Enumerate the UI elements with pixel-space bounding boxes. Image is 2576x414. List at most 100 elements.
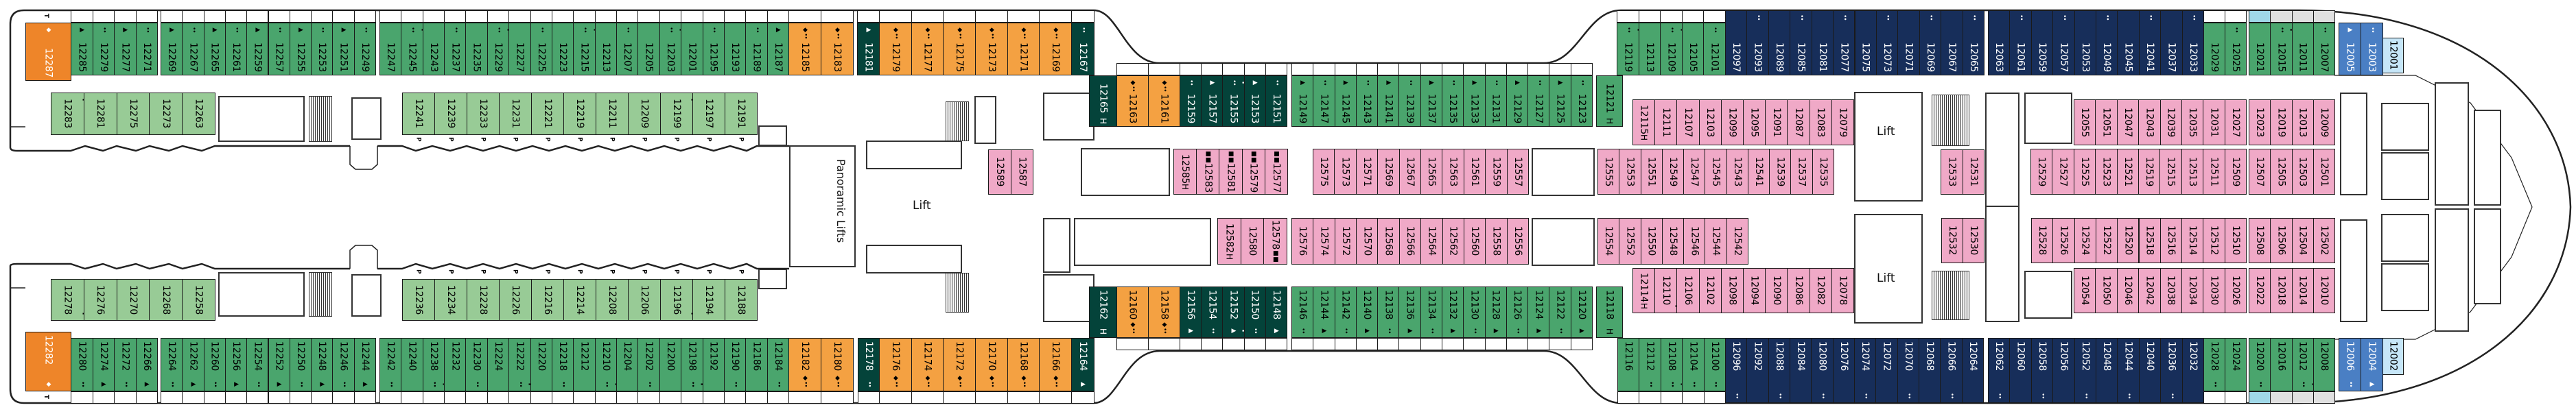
cabin-12560[interactable]: 12560 [1463, 218, 1486, 265]
cabin-12125[interactable]: ▶12125 [1549, 75, 1571, 127]
cabin-12027[interactable]: 12027 [2224, 99, 2247, 145]
cabin-12088[interactable]: 12088•• [1768, 338, 1790, 403]
cabin-12273[interactable]: 12273 [149, 93, 183, 135]
cabin-12116[interactable]: 12116 [1617, 338, 1640, 391]
cabin-12124[interactable]: 12124▶ [1527, 287, 1550, 338]
cabin-12010[interactable]: 12010 [2312, 268, 2335, 313]
cabin-12003[interactable]: ••12003 [2361, 23, 2383, 75]
cabin-12040[interactable]: 12040 [2138, 338, 2162, 403]
cabin-12179[interactable]: ◆••12179 [879, 23, 912, 75]
cabin-12008[interactable]: 12008 [2312, 338, 2335, 391]
cabin-12065[interactable]: ••12065 [1962, 10, 1984, 75]
cabin-12026[interactable]: 12026 [2224, 268, 2247, 313]
cabin-12561[interactable]: 12561 [1463, 149, 1486, 195]
cabin-12210[interactable]: 12210••I [594, 338, 618, 391]
cabin-12060[interactable]: 12060 [2009, 338, 2032, 403]
cabin-12075[interactable]: 12075 [1854, 10, 1877, 75]
cabin-12226[interactable]: 12226 [499, 279, 532, 321]
cabin-12522[interactable]: 12522 [2095, 218, 2118, 263]
cabin-12236[interactable]: 12236 [402, 279, 435, 321]
cabin-12031[interactable]: 12031 [2203, 99, 2225, 145]
cabin-12581[interactable]: ■■12581 [1219, 149, 1243, 195]
cabin-12276[interactable]: 12276 [83, 279, 117, 321]
cabin-12021[interactable]: 12021 [2249, 23, 2271, 75]
cabin-12563[interactable]: 12563 [1442, 149, 1464, 195]
cabin-12244[interactable]: 12244▶ [353, 338, 376, 391]
cabin-12103[interactable]: 12103 [1698, 99, 1722, 145]
cabin-12189[interactable]: ••12189 [745, 23, 768, 75]
cabin-12223[interactable]: 12223 [551, 23, 574, 75]
cabin-12025[interactable]: ••12025 [2225, 23, 2247, 75]
cabin-12138[interactable]: 12138•• [1377, 287, 1400, 338]
cabin-12254[interactable]: 12254•• [246, 338, 269, 391]
cabin-12551[interactable]: 12551 [1640, 149, 1663, 195]
cabin-12589[interactable]: 12589 [988, 149, 1011, 195]
cabin-12016[interactable]: 12016 [2270, 338, 2293, 391]
cabin-12505[interactable]: 12505 [2270, 149, 2293, 195]
cabin-12529[interactable]: 12529 [2030, 149, 2053, 195]
cabin-12037[interactable]: 12037 [2160, 10, 2183, 75]
cabin-12183[interactable]: ◆••12183 [821, 23, 854, 75]
cabin-12573[interactable]: 12573 [1334, 149, 1357, 195]
cabin-12083[interactable]: 12083 [1809, 99, 1832, 145]
cabin-12200[interactable]: 12200 [659, 338, 682, 391]
cabin-12201[interactable]: 12201 [681, 23, 703, 75]
cabin-12106[interactable]: 12106 [1676, 268, 1700, 313]
cabin-12214[interactable]: 12214 [563, 279, 596, 321]
cabin-12280[interactable]: 12280•• [71, 338, 93, 391]
cabin-12141[interactable]: ▶12141 [1377, 75, 1400, 127]
cabin-12063[interactable]: 12063 [1988, 10, 2011, 75]
cabin-12085[interactable]: ••12085 [1790, 10, 1812, 75]
cabin-12073[interactable]: ••12073 [1875, 10, 1899, 75]
cabin-12504[interactable]: 12504 [2291, 218, 2314, 263]
cabin-12120[interactable]: 12120▶ [1570, 287, 1593, 338]
cabin-12567[interactable]: 12567 [1398, 149, 1421, 195]
cabin-12271[interactable]: ••12271 [135, 23, 158, 75]
cabin-12132[interactable]: 12132▶ [1442, 287, 1464, 338]
cabin-12206[interactable]: 12206 [628, 279, 661, 321]
cabin-12190[interactable]: 12190•• [723, 338, 747, 391]
cabin-12516[interactable]: 12516 [2159, 218, 2183, 263]
cabin-12052[interactable]: 12052•• [2074, 338, 2096, 403]
cabin-12154[interactable]: 12154•• [1201, 287, 1223, 338]
cabin-12220[interactable]: 12220 [530, 338, 552, 391]
cabin-12247[interactable]: 12247 [379, 23, 402, 75]
cabin-12235[interactable]: 12235 [465, 23, 488, 75]
cabin-12072[interactable]: 12072 [1875, 338, 1898, 403]
cabin-12168[interactable]: 12168◆•• [1007, 338, 1040, 391]
cabin-12259[interactable]: ▶12259 [246, 23, 269, 75]
cabin-12548[interactable]: 12548 [1661, 218, 1685, 265]
cabin-12576[interactable]: 12576 [1291, 218, 1314, 265]
cabin-12268[interactable]: 12268 [149, 279, 183, 321]
cabin-12014[interactable]: 12014 [2291, 268, 2314, 313]
cabin-12221[interactable]: 12221 [531, 93, 564, 135]
cabin-12212[interactable]: 12212 [573, 338, 596, 391]
cabin-12099[interactable]: 12099 [1720, 99, 1744, 145]
cabin-12569[interactable]: 12569 [1377, 149, 1400, 195]
cabin-12252[interactable]: 12252▶ [268, 338, 290, 391]
cabin-12523[interactable]: 12523 [2095, 149, 2118, 195]
cabin-12240[interactable]: 12240 [401, 338, 423, 391]
cabin-12562[interactable]: 12562 [1442, 218, 1464, 265]
cabin-12506[interactable]: 12506 [2270, 218, 2293, 263]
cabin-12218[interactable]: 12218•• [551, 338, 574, 391]
cabin-12007[interactable]: ••12007 [2312, 23, 2335, 75]
cabin-12012[interactable]: 12012••I [2291, 338, 2314, 391]
cabin-12126[interactable]: 12126•• [1506, 287, 1529, 338]
cabin-12111[interactable]: 12111 [1654, 99, 1678, 145]
cabin-12140[interactable]: 12140▶ [1355, 287, 1379, 338]
cabin-12542[interactable]: 12542 [1726, 218, 1748, 265]
cabin-12001[interactable]: 12001 [2382, 38, 2404, 73]
cabin-12119[interactable]: ••12119I [1617, 23, 1639, 75]
cabin-12186[interactable]: 12186 [745, 338, 768, 391]
cabin-12161[interactable]: ◆••12161 [1148, 75, 1180, 127]
cabin-12272[interactable]: 12272•• [114, 338, 137, 391]
cabin-12177[interactable]: ◆••12177 [911, 23, 944, 75]
cabin-12528[interactable]: 12528 [2031, 218, 2054, 263]
cabin-12051[interactable]: 12051 [2095, 99, 2118, 145]
cabin-12135[interactable]: ••12135 [1442, 75, 1464, 127]
cabin-12054[interactable]: 12054 [2074, 268, 2096, 313]
cabin-12076[interactable]: 12076 [1832, 338, 1855, 403]
cabin-12261[interactable]: ••12261 [224, 23, 248, 75]
